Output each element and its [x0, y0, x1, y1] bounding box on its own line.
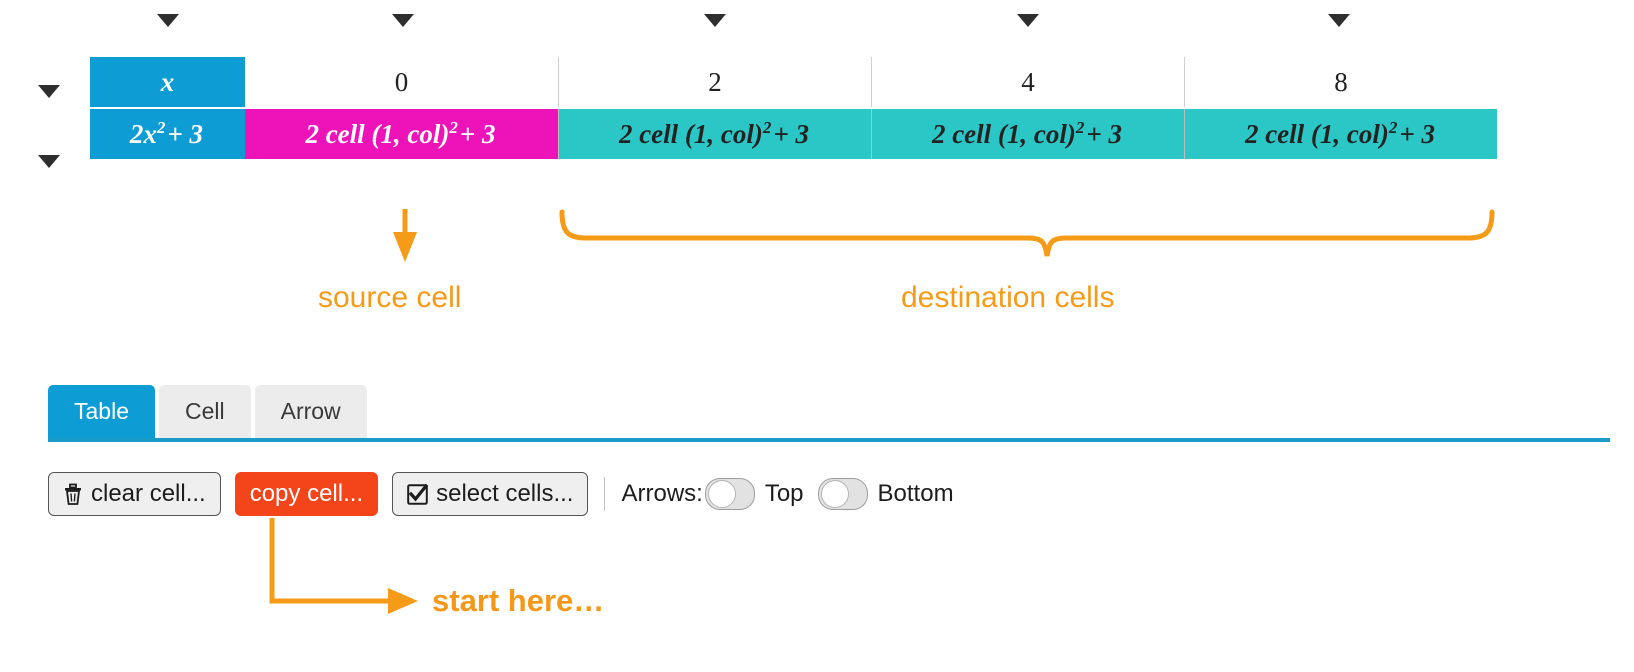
start-here-annotation-label: start here… — [432, 583, 605, 618]
row-dropdown-arrow-1[interactable] — [38, 155, 60, 168]
trash-icon — [63, 483, 83, 505]
destination-cell-1-prefix: 2 cell (1, col) — [618, 119, 763, 149]
toggle-arrows-bottom-label: Bottom — [877, 480, 954, 507]
column-dropdown-arrow-1[interactable] — [392, 14, 414, 27]
source-cell-exponent: 2 — [449, 118, 458, 137]
source-cell-pointer-arrow — [393, 209, 417, 262]
spreadsheet-table: x 0 2 4 8 2x2+ 3 2 cell (1, col)2+ 3 2 c… — [90, 57, 1497, 159]
destination-cell-1-suffix: + 3 — [773, 119, 810, 149]
column-dropdown-arrow-0[interactable] — [157, 14, 179, 27]
formula-row-label[interactable]: 2x2+ 3 — [90, 109, 245, 159]
destination-cell-2-suffix: + 3 — [1086, 119, 1123, 149]
formula-label-prefix: 2x — [129, 119, 157, 149]
source-cell-annotation-label: source cell — [318, 281, 462, 314]
destination-cells-brace — [559, 209, 1495, 257]
tab-cell-label: Cell — [184, 398, 225, 424]
arrows-group-label: Arrows: — [621, 480, 703, 507]
tab-arrow[interactable]: Arrow — [254, 385, 367, 438]
destination-cells-annotation-label: destination cells — [901, 281, 1115, 314]
destination-cell-2[interactable]: 2 cell (1, col)2+ 3 — [871, 109, 1184, 159]
row-separator — [90, 107, 1497, 109]
checkbox-checked-icon — [407, 483, 429, 505]
destination-cell-3-prefix: 2 cell (1, col) — [1244, 119, 1389, 149]
source-cell-suffix: + 3 — [459, 119, 496, 149]
destination-cell-1[interactable]: 2 cell (1, col)2+ 3 — [558, 109, 871, 159]
start-here-pointer-arrow — [269, 518, 418, 614]
table-header-row: x 0 2 4 8 — [90, 57, 1497, 107]
header-cell-variable[interactable]: x — [90, 57, 245, 107]
toolbar-divider — [604, 477, 606, 511]
destination-cell-2-prefix: 2 cell (1, col) — [931, 119, 1076, 149]
tab-table-label: Table — [74, 398, 129, 424]
toggle-arrows-bottom[interactable] — [817, 478, 868, 510]
clear-cell-button[interactable]: clear cell... — [48, 472, 221, 516]
select-cells-button[interactable]: select cells... — [392, 472, 589, 516]
destination-cell-3-suffix: + 3 — [1399, 119, 1436, 149]
copy-cell-button[interactable]: copy cell... — [234, 472, 379, 516]
destination-cell-3-exponent: 2 — [1388, 118, 1398, 137]
toggle-arrows-top-knob — [707, 480, 736, 508]
toggle-arrows-bottom-knob — [820, 480, 849, 508]
column-dropdown-arrow-2[interactable] — [704, 14, 726, 27]
header-cell-value-0[interactable]: 0 — [245, 57, 558, 107]
clear-cell-button-label: clear cell... — [91, 480, 206, 507]
column-dropdown-arrow-3[interactable] — [1017, 14, 1039, 27]
source-cell-prefix: 2 cell (1, col) — [305, 119, 450, 149]
destination-cell-3[interactable]: 2 cell (1, col)2+ 3 — [1184, 109, 1497, 159]
formula-label-exponent: 2 — [156, 118, 166, 137]
header-cell-value-1[interactable]: 2 — [558, 57, 871, 107]
formula-label-suffix: + 3 — [167, 119, 204, 149]
tab-arrow-label: Arrow — [280, 398, 341, 424]
source-cell[interactable]: 2 cell (1, col)2+ 3 — [245, 109, 558, 159]
toggle-arrows-top-label: Top — [764, 480, 804, 507]
tab-cell[interactable]: Cell — [158, 385, 251, 438]
destination-cell-1-exponent: 2 — [762, 118, 772, 137]
column-dropdown-arrow-4[interactable] — [1328, 14, 1350, 27]
toggle-arrows-top[interactable] — [704, 478, 755, 510]
header-cell-value-3[interactable]: 8 — [1184, 57, 1497, 107]
tab-table[interactable]: Table — [48, 385, 155, 438]
destination-cell-2-exponent: 2 — [1075, 118, 1085, 137]
copy-cell-button-label: copy cell... — [249, 480, 364, 507]
header-cell-value-2[interactable]: 4 — [871, 57, 1184, 107]
table-toolbar: clear cell... copy cell... select cells.… — [48, 472, 968, 516]
select-cells-button-label: select cells... — [436, 480, 574, 507]
table-formula-row: 2x2+ 3 2 cell (1, col)2+ 3 2 cell (1, co… — [90, 109, 1497, 159]
row-dropdown-arrow-0[interactable] — [38, 85, 60, 98]
tab-bar: Table Cell Arrow — [48, 385, 371, 438]
tab-underline — [48, 438, 1610, 442]
